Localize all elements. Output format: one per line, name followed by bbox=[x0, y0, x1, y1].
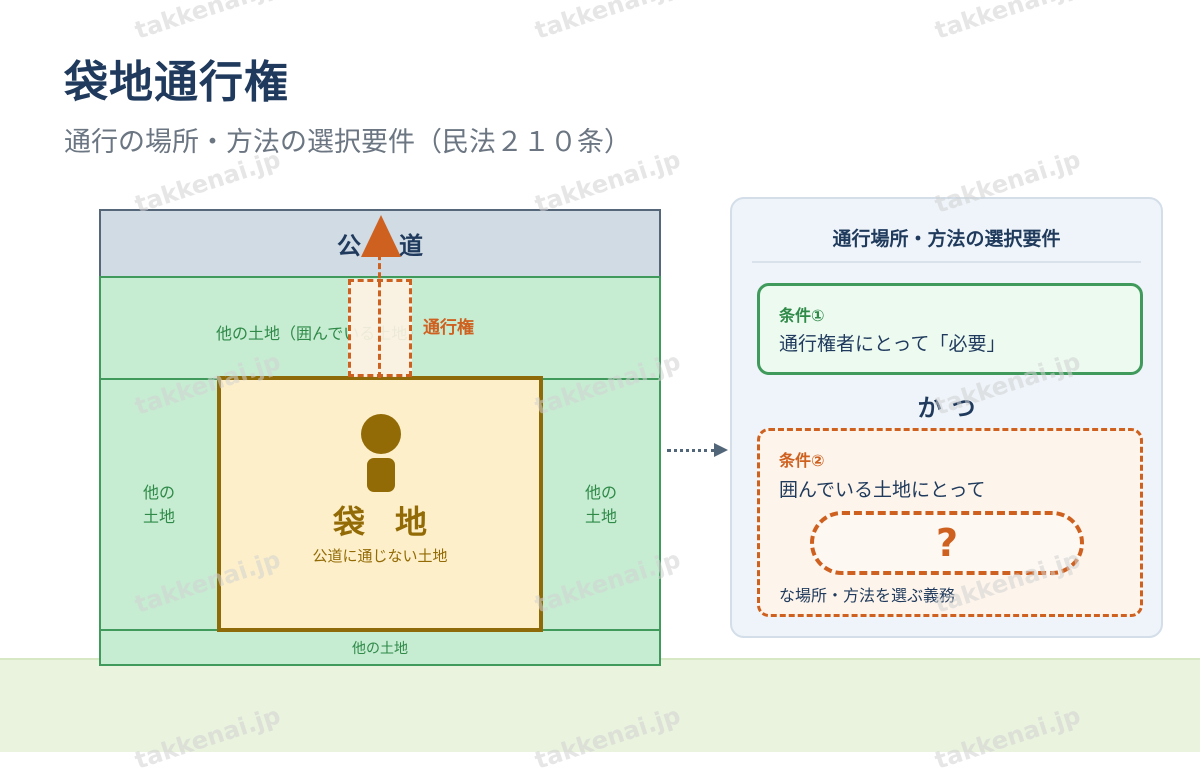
question-mark-icon: ? bbox=[935, 521, 959, 565]
passage-label: 通行権 bbox=[423, 318, 474, 338]
person-icon-head bbox=[361, 414, 401, 454]
landlocked-parcel-label: 袋地 bbox=[332, 503, 457, 541]
condition-2-text: 囲んでいる土地にとって bbox=[779, 479, 986, 501]
right-land-label-1: 他の bbox=[584, 483, 617, 502]
watermark: takkenai.jp bbox=[131, 0, 284, 45]
bottom-land-label: 他の土地 bbox=[352, 640, 408, 657]
and-connector: かつ bbox=[917, 394, 986, 422]
watermark: takkenai.jp bbox=[931, 0, 1084, 45]
left-neighbor-land: 他の土地 bbox=[99, 378, 219, 632]
passage-center-line bbox=[378, 245, 381, 378]
page-subtitle: 通行の場所・方法の選択要件（民法２１０条） bbox=[64, 127, 631, 158]
person-icon-body bbox=[367, 458, 395, 492]
right-land-label-2: 土地 bbox=[584, 507, 617, 526]
question-blank: ? bbox=[810, 511, 1084, 575]
condition-1-heading: 条件① bbox=[779, 306, 825, 325]
condition-2-heading: 条件② bbox=[779, 451, 825, 470]
condition-1-card bbox=[757, 283, 1143, 375]
condition-1-text: 通行権者にとって「必要」 bbox=[779, 333, 1006, 355]
condition-2-tail: な場所・方法を選ぶ義務 bbox=[779, 586, 956, 605]
panel-title: 通行場所・方法の選択要件 bbox=[832, 228, 1061, 250]
right-arrow-icon bbox=[714, 443, 728, 457]
bottom-neighbor-land: 他の土地 bbox=[99, 629, 661, 666]
connector-line bbox=[667, 449, 715, 452]
up-arrow-icon bbox=[361, 215, 401, 257]
left-land-label-1: 他の bbox=[142, 483, 175, 502]
right-neighbor-land: 他の土地 bbox=[541, 378, 661, 632]
landlocked-parcel-sublabel: 公道に通じない土地 bbox=[312, 547, 448, 565]
panel-divider bbox=[752, 261, 1141, 263]
page-title: 袋地通行権 bbox=[64, 57, 289, 108]
left-land-label-2: 土地 bbox=[142, 507, 175, 526]
watermark: takkenai.jp bbox=[531, 0, 684, 45]
ground-strip bbox=[0, 658, 1200, 752]
